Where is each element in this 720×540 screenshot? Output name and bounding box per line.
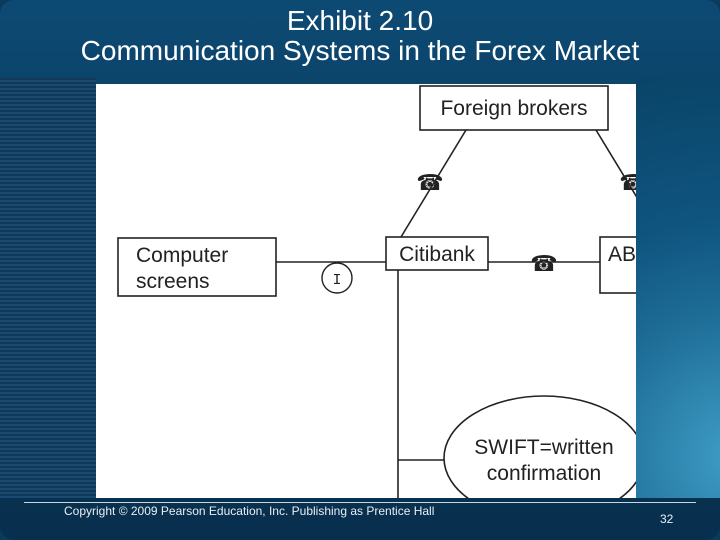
title-line-1: Exhibit 2.10: [286, 5, 434, 36]
telephone-icon: ☎: [416, 171, 443, 196]
left-decorative-stripes: [0, 78, 96, 498]
swift-ellipse: [443, 395, 636, 498]
slide-title: Exhibit 2.10 Communication Systems in th…: [0, 6, 720, 66]
computer-screens-box: [117, 237, 277, 297]
footer-divider: [24, 502, 696, 503]
title-line-2: Communication Systems in the Forex Marke…: [80, 35, 640, 66]
computer-screens-label-2: screens: [136, 270, 210, 293]
citibank-label: Citibank: [399, 243, 475, 266]
connector-label: I: [332, 272, 341, 289]
foreign-brokers-box: [419, 85, 609, 131]
citibank-box: [385, 236, 489, 271]
line-brokers-citibank: [400, 129, 467, 238]
diagram-panel: Foreign brokers Computer screens Citiban…: [96, 84, 636, 498]
swift-label-2: confirmation: [487, 462, 601, 485]
copyright-text: Copyright © 2009 Pearson Education, Inc.…: [64, 504, 435, 518]
communication-diagram: Foreign brokers Computer screens Citiban…: [117, 85, 636, 498]
abn-label: AB: [608, 243, 636, 266]
telephone-icon: ☎: [619, 171, 636, 196]
connector-circle: [321, 262, 353, 294]
swift-label-1: SWIFT=written: [474, 436, 613, 459]
page-number: 32: [660, 512, 674, 526]
foreign-brokers-label: Foreign brokers: [440, 97, 587, 120]
abn-box: [599, 236, 636, 294]
telephone-icon: ☎: [530, 252, 557, 277]
right-globe-decoration: [636, 78, 720, 498]
computer-screens-label-1: Computer: [136, 244, 228, 267]
line-brokers-abn: [595, 129, 636, 198]
